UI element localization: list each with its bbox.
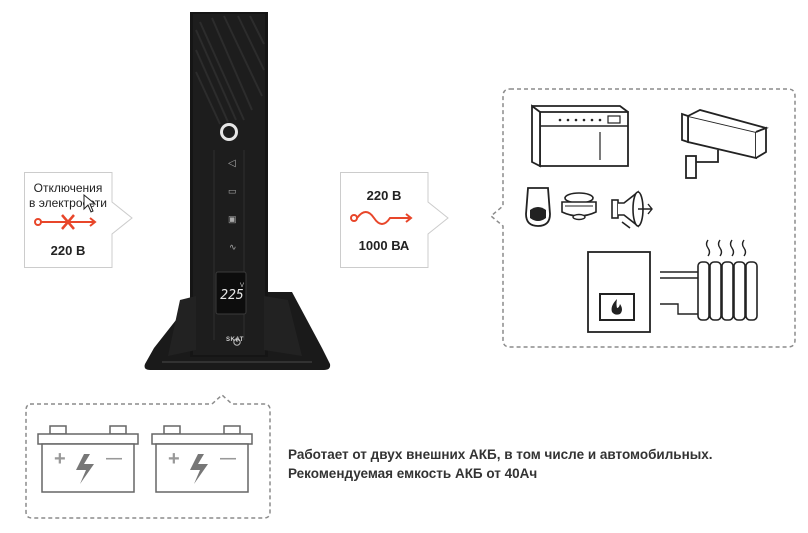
battery-group: + — + — (24, 394, 272, 520)
battery-1-plus: + (54, 448, 66, 470)
battery-2-plus: + (168, 448, 180, 470)
display-value: 225 (220, 288, 244, 303)
devices-group (490, 88, 800, 350)
input-title-line2: в электросети (29, 196, 107, 210)
battery-info-text: Работает от двух внешних АКБ, в том числ… (288, 445, 768, 483)
cursor-icon (83, 194, 97, 213)
battery-1-minus: — (106, 450, 122, 467)
battery-icon-1 (37, 425, 139, 493)
siren-icon (611, 190, 653, 229)
control-panel-icon (531, 104, 629, 168)
brand-logo: SKAT (226, 337, 244, 343)
battery-2-minus: — (220, 450, 236, 467)
output-power: 1000 ВА (358, 238, 410, 253)
ups-display: 225 (218, 288, 246, 303)
ups-tower: ◁ ▭ ▣ ∿ 225 V SKAT (140, 0, 340, 380)
gas-boiler-icon (587, 251, 651, 333)
display-unit: V (240, 283, 245, 289)
load-icon[interactable]: ▣ (228, 214, 237, 224)
input-title-line1: Отключения (33, 181, 103, 195)
output-voltage: 220 В (366, 188, 402, 203)
input-voltage: 220 В (50, 243, 86, 258)
power-cut-icon (34, 214, 97, 230)
triangle-icon[interactable]: ◁ (228, 158, 236, 169)
smoke-detector-icon (561, 192, 597, 221)
sine-icon[interactable]: ∿ (229, 242, 237, 252)
sine-wave-icon (350, 211, 413, 225)
battery-info-line1: Работает от двух внешних АКБ, в том числ… (288, 447, 713, 462)
radiator-icon (660, 239, 758, 321)
input-callout: Отключения в электросети 220 В (24, 172, 136, 268)
battery-icon-2 (151, 425, 253, 493)
battery-info-line2: Рекомендуемая емкость АКБ от 40Ач (288, 466, 538, 481)
cctv-camera-icon (681, 109, 769, 179)
output-callout: 220 В 1000 ВА (340, 172, 452, 268)
battery-icon[interactable]: ▭ (228, 186, 237, 196)
motion-sensor-icon (525, 187, 551, 227)
